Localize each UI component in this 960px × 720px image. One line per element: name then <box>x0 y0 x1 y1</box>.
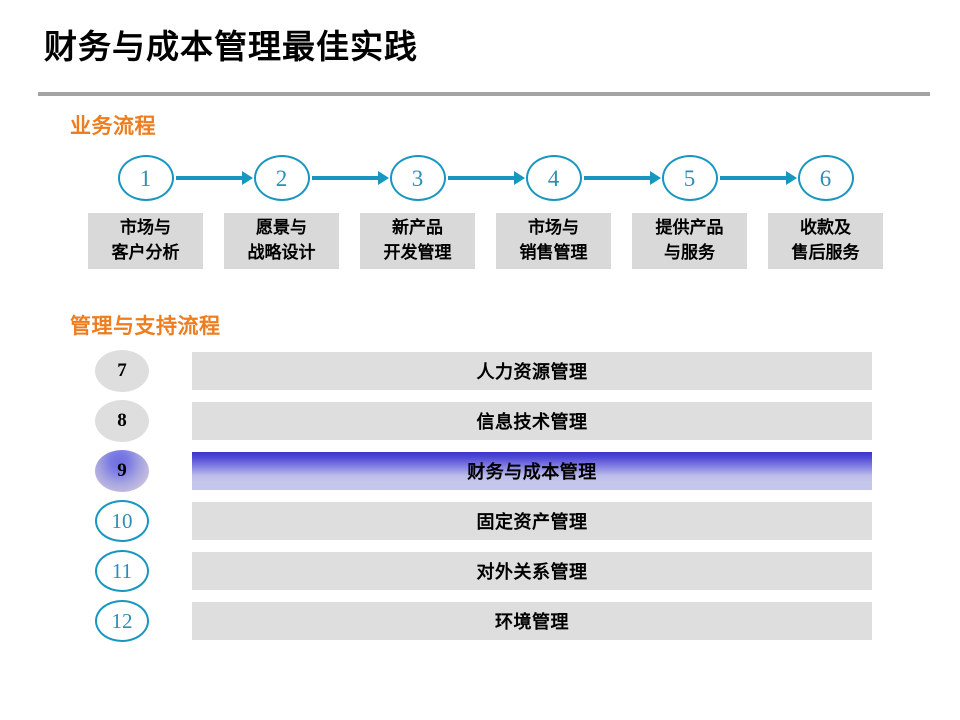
support-process-bar[interactable]: 环境管理 <box>192 602 872 640</box>
process-step-number: 1 <box>139 165 152 191</box>
process-step-number: 4 <box>547 165 560 191</box>
support-process-row[interactable]: 11 对外关系管理 <box>0 550 960 592</box>
support-process-bar[interactable]: 信息技术管理 <box>192 402 872 440</box>
process-step-number-circle: 3 <box>389 155 446 201</box>
process-flow-arrow-icon <box>719 171 797 185</box>
process-step-number: 2 <box>275 165 288 191</box>
process-step-label-line2: 销售管理 <box>519 243 588 262</box>
process-step-label-line2: 客户分析 <box>111 243 180 262</box>
process-step-number: 5 <box>683 165 696 191</box>
support-process-number: 12 <box>111 608 133 633</box>
support-process-number-badge: 11 <box>95 550 149 592</box>
process-step[interactable]: 4 市场与销售管理 <box>496 155 611 269</box>
process-step-box[interactable]: 市场与客户分析 <box>88 213 203 269</box>
title-divider <box>38 92 930 96</box>
process-step[interactable]: 5 提供产品与服务 <box>632 155 747 269</box>
section-heading-support-process: 管理与支持流程 <box>70 315 221 338</box>
process-step-label-line2: 售后服务 <box>791 243 860 262</box>
process-step-number: 3 <box>411 165 424 191</box>
support-process-label: 环境管理 <box>495 612 569 632</box>
process-step-label-line1: 市场与 <box>120 218 171 238</box>
support-process-number: 9 <box>117 460 127 481</box>
process-step-label-line1: 提供产品 <box>655 218 724 238</box>
support-process-number: 11 <box>111 558 133 583</box>
process-step-label-line1: 愿景与 <box>256 218 307 238</box>
support-process-bar-highlighted[interactable]: 财务与成本管理 <box>192 452 872 490</box>
support-process-bar[interactable]: 固定资产管理 <box>192 502 872 540</box>
process-step-label-line2: 与服务 <box>664 243 715 262</box>
support-process-number: 8 <box>117 410 127 431</box>
support-process-label: 人力资源管理 <box>476 362 588 382</box>
process-step-number-circle: 1 <box>117 155 174 201</box>
support-process-row[interactable]: 9 财务与成本管理 <box>0 450 960 492</box>
support-process-list: 7 人力资源管理 8 信息技术管理 9 财务与成本管理 10 固定资产管理 11 对外关系管理 12… <box>0 350 960 652</box>
process-step-box[interactable]: 愿景与战略设计 <box>224 213 339 269</box>
support-process-row[interactable]: 12 环境管理 <box>0 600 960 642</box>
process-step[interactable]: 6 收款及售后服务 <box>768 155 883 269</box>
process-step-label-line1: 收款及 <box>800 218 851 238</box>
process-step-number-circle: 5 <box>661 155 718 201</box>
support-process-row[interactable]: 7 人力资源管理 <box>0 350 960 392</box>
support-process-label: 信息技术管理 <box>476 412 588 432</box>
support-process-label: 固定资产管理 <box>476 512 588 532</box>
process-step-number: 6 <box>819 165 832 191</box>
process-flow-arrow-icon <box>175 171 253 185</box>
support-process-label: 财务与成本管理 <box>467 462 597 482</box>
process-step-box[interactable]: 新产品开发管理 <box>360 213 475 269</box>
process-step[interactable]: 3 新产品开发管理 <box>360 155 475 269</box>
business-process-flow: 1 市场与客户分析 2 愿景与战略设计 3 新产品开发管理 4 市场与销售管理 5 提供产品与服务… <box>0 155 960 285</box>
support-process-row[interactable]: 10 固定资产管理 <box>0 500 960 542</box>
support-process-number-badge: 9 <box>95 450 149 492</box>
support-process-number-badge: 12 <box>95 600 149 642</box>
process-flow-arrow-icon <box>311 171 389 185</box>
process-step-label-line2: 战略设计 <box>247 243 316 262</box>
support-process-row[interactable]: 8 信息技术管理 <box>0 400 960 442</box>
process-flow-arrow-icon <box>583 171 661 185</box>
page-title: 财务与成本管理最佳实践 <box>44 28 418 65</box>
process-step-number-circle: 4 <box>525 155 582 201</box>
process-step-box[interactable]: 市场与销售管理 <box>496 213 611 269</box>
process-step-label-line2: 开发管理 <box>383 243 452 262</box>
process-step-label-line1: 市场与 <box>528 218 579 238</box>
support-process-label: 对外关系管理 <box>476 562 588 582</box>
process-step-number-circle: 6 <box>797 155 854 201</box>
process-step-number-circle: 2 <box>253 155 310 201</box>
process-step[interactable]: 2 愿景与战略设计 <box>224 155 339 269</box>
support-process-number-badge: 8 <box>95 400 149 442</box>
process-step-box[interactable]: 提供产品与服务 <box>632 213 747 269</box>
process-step-label-line1: 新产品 <box>392 218 443 238</box>
section-heading-business-process: 业务流程 <box>70 115 156 138</box>
support-process-bar[interactable]: 对外关系管理 <box>192 552 872 590</box>
process-flow-arrow-icon <box>447 171 525 185</box>
support-process-bar[interactable]: 人力资源管理 <box>192 352 872 390</box>
support-process-number: 10 <box>111 508 133 533</box>
support-process-number-badge: 10 <box>95 500 149 542</box>
support-process-number: 7 <box>117 360 127 381</box>
process-step-box[interactable]: 收款及售后服务 <box>768 213 883 269</box>
support-process-number-badge: 7 <box>95 350 149 392</box>
process-step[interactable]: 1 市场与客户分析 <box>88 155 203 269</box>
